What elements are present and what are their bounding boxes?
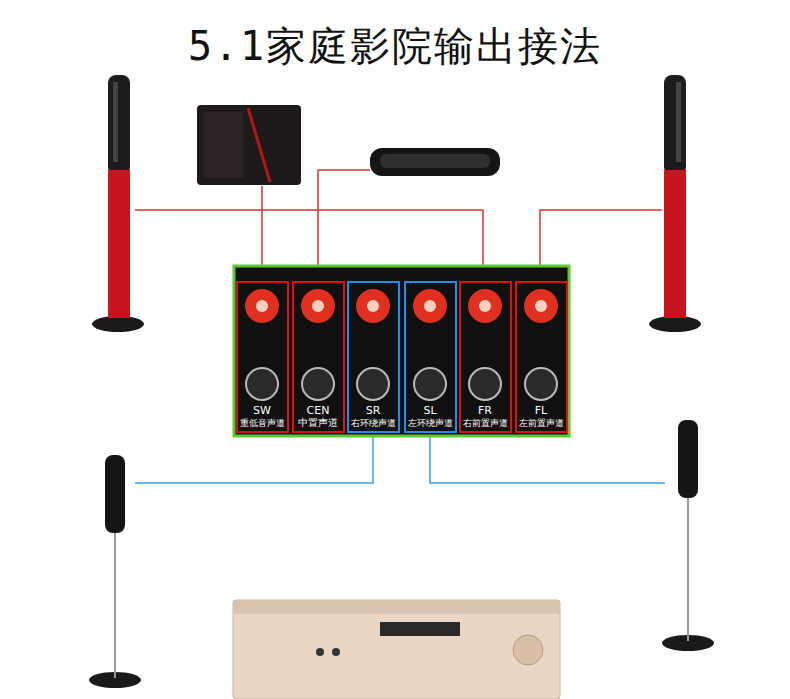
red-terminal xyxy=(301,289,335,323)
speaker-stand xyxy=(687,495,689,641)
channel-name: 右环绕声道 xyxy=(351,417,396,429)
channel-code: SL xyxy=(423,405,436,417)
channel-code: FR xyxy=(478,405,492,417)
black-terminal xyxy=(525,368,557,400)
channel-terminal-box: CEN中置声道 xyxy=(292,281,345,433)
title: 5.1家庭影院输出接法 xyxy=(0,22,790,70)
subwoofer-accent xyxy=(248,108,270,182)
subwoofer xyxy=(197,105,301,185)
red-terminal xyxy=(356,289,390,323)
amplifier-display xyxy=(380,622,460,636)
channel-name: 左前置声道 xyxy=(519,417,564,429)
red-terminal xyxy=(413,289,447,323)
subwoofer-face xyxy=(203,112,243,178)
channel-name: 重低音声道 xyxy=(240,417,285,429)
speaker-grill xyxy=(113,82,118,162)
terminal-hole xyxy=(367,300,379,312)
satellite-speaker xyxy=(678,420,698,498)
wire xyxy=(135,437,373,483)
channel-code: FL xyxy=(535,405,547,417)
channel-terminal-box: FL左前置声道 xyxy=(515,281,568,433)
channel-name: 中置声道 xyxy=(298,417,338,429)
channel-terminal-box: SL左环绕声道 xyxy=(404,281,457,433)
volume-knob xyxy=(513,635,543,665)
terminal-hole xyxy=(535,300,547,312)
center-speaker xyxy=(370,148,500,176)
terminal-panel xyxy=(234,266,569,436)
speaker-grill xyxy=(380,154,490,168)
channel-name: 左环绕声道 xyxy=(408,417,453,429)
speaker-base xyxy=(649,316,701,332)
channel-code: CEN xyxy=(307,405,330,417)
terminal-hole xyxy=(312,300,324,312)
wire xyxy=(318,170,370,280)
channel-terminal-box: FR右前置声道 xyxy=(459,281,512,433)
black-terminal xyxy=(302,368,334,400)
amplifier xyxy=(233,600,560,699)
red-terminal xyxy=(524,289,558,323)
wire xyxy=(430,437,665,483)
channel-code: SR xyxy=(366,405,381,417)
terminal-hole xyxy=(256,300,268,312)
speaker-base xyxy=(92,316,144,332)
tower-speaker xyxy=(108,75,130,175)
black-terminal xyxy=(246,368,278,400)
red-terminal xyxy=(468,289,502,323)
terminal-hole xyxy=(424,300,436,312)
jack xyxy=(316,648,324,656)
channel-terminal-box: SW重低音声道 xyxy=(236,281,289,433)
tower-speaker xyxy=(664,75,686,175)
speaker-stand xyxy=(114,530,116,678)
black-terminal xyxy=(414,368,446,400)
speaker-grill xyxy=(676,82,681,162)
jack xyxy=(332,648,340,656)
satellite-speaker xyxy=(105,455,125,533)
channel-terminal-box: SR右环绕声道 xyxy=(347,281,400,433)
red-terminal xyxy=(245,289,279,323)
amplifier-top xyxy=(233,600,560,614)
channel-name: 右前置声道 xyxy=(463,417,508,429)
channel-code: SW xyxy=(253,405,271,417)
black-terminal xyxy=(357,368,389,400)
black-terminal xyxy=(469,368,501,400)
terminal-hole xyxy=(479,300,491,312)
tower-speaker xyxy=(664,170,686,318)
tower-speaker xyxy=(108,170,130,318)
